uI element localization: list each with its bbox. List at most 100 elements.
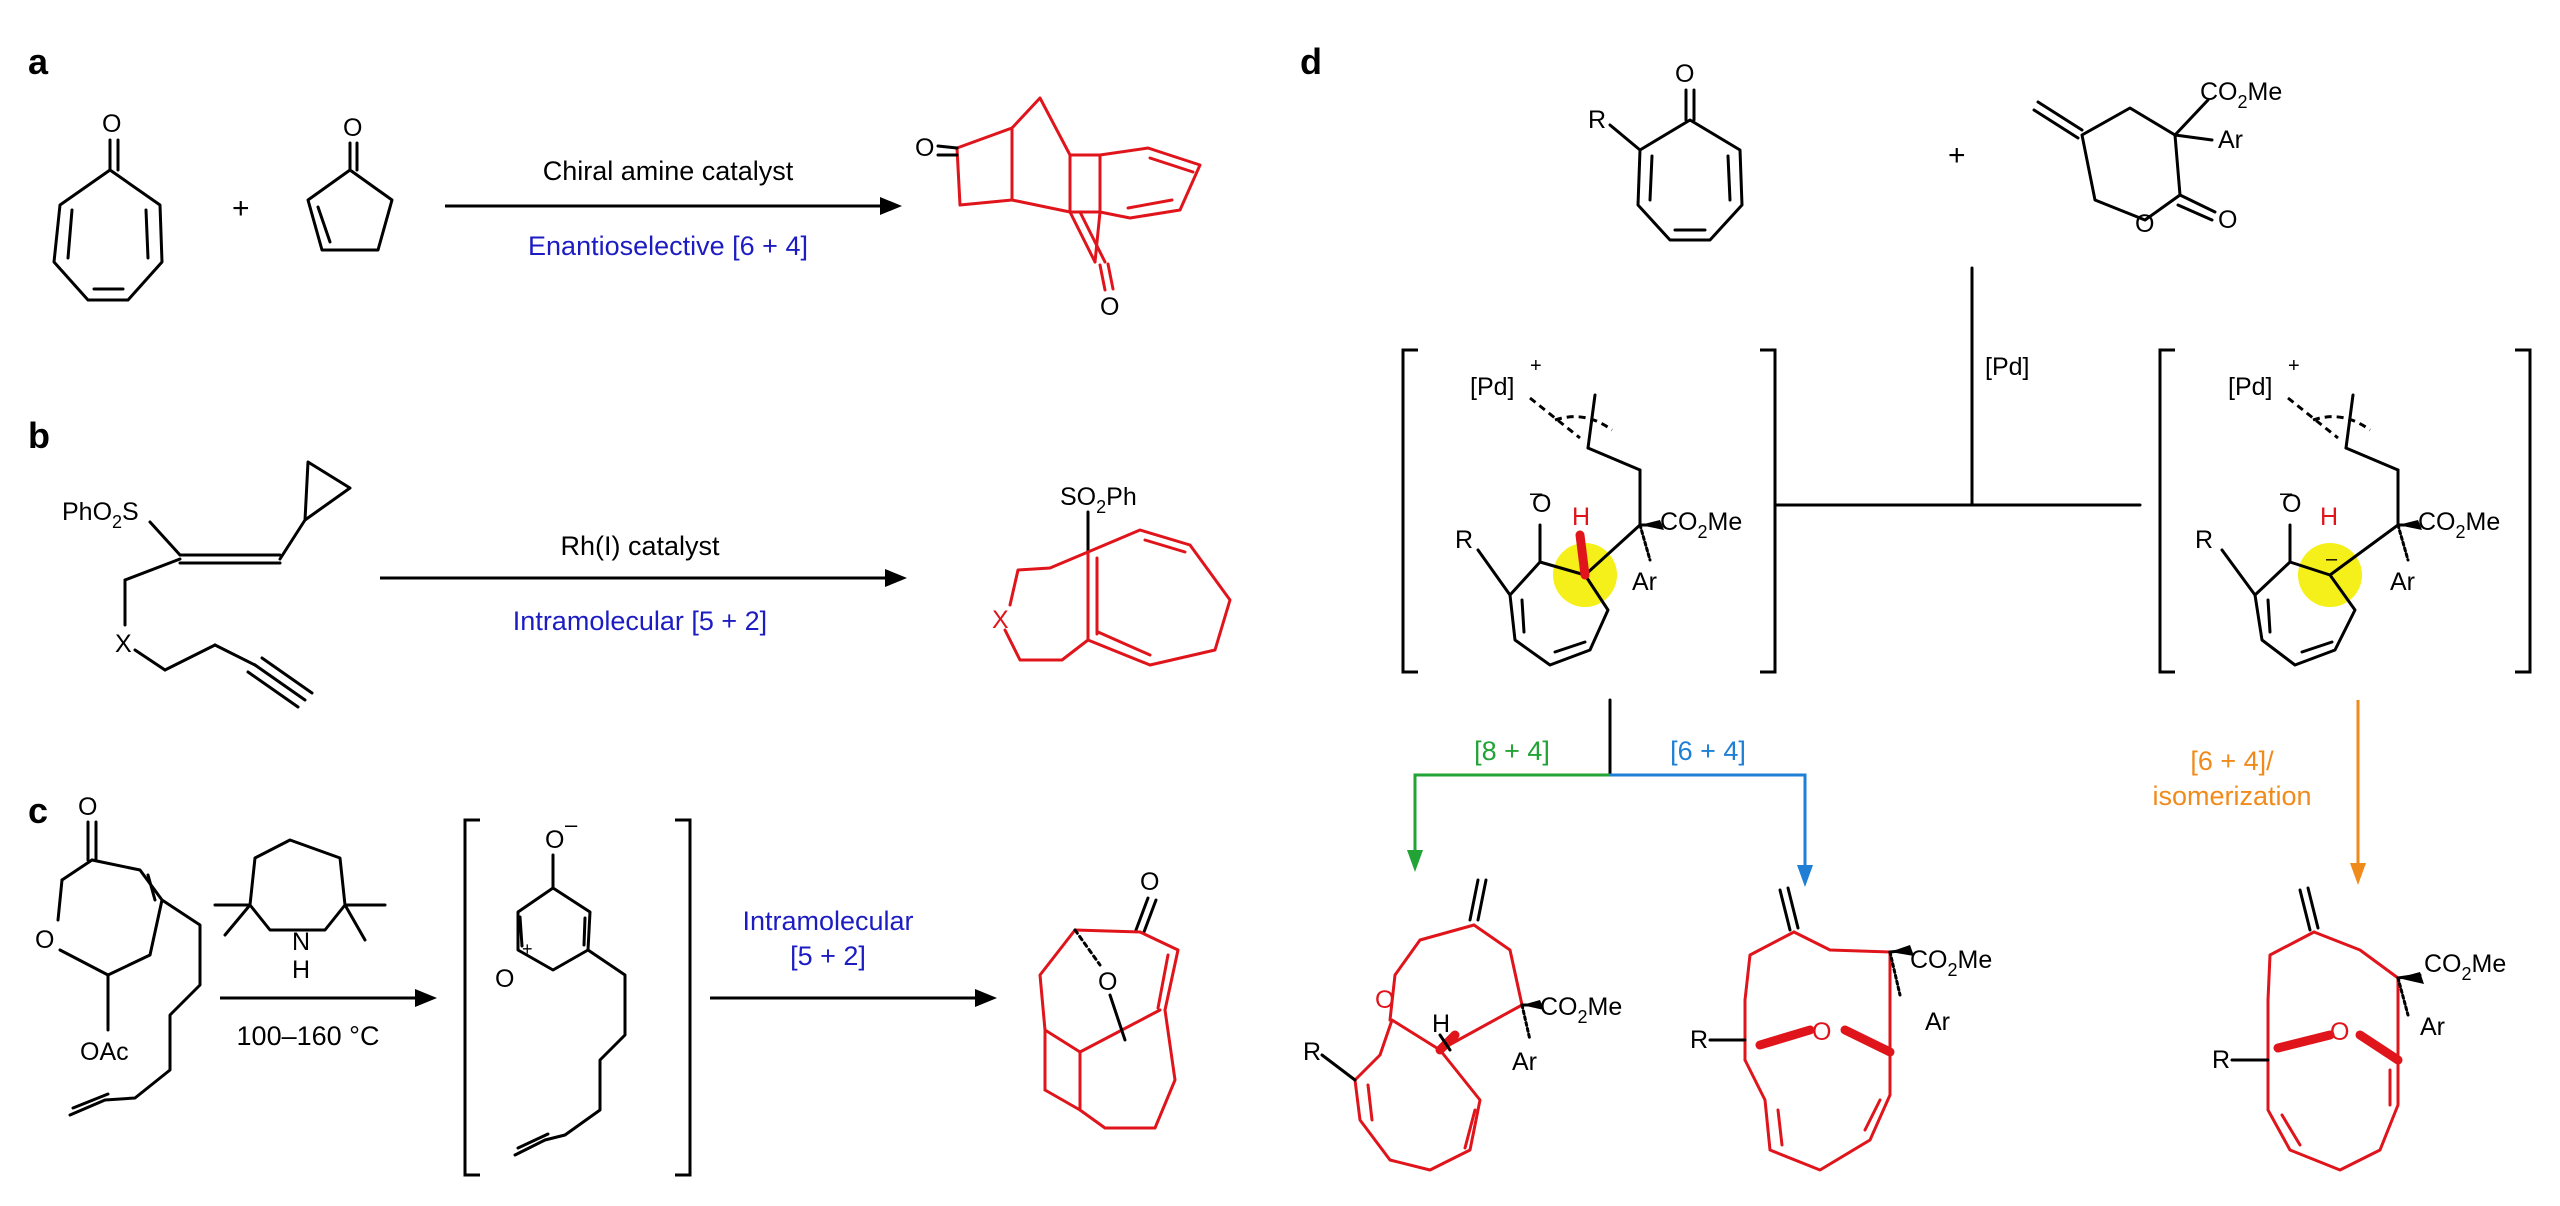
- bicyclic-sulfone-product: SO2Ph X: [992, 483, 1232, 667]
- charge-plus: +: [2288, 355, 2300, 377]
- product-isomerized-adduct: O R CO2Me Ar: [2212, 886, 2506, 1172]
- arrow-head: [415, 989, 437, 1007]
- sulfonyl-label: SO2Ph: [1060, 483, 1137, 517]
- pd-label: [Pd]: [1470, 373, 1514, 401]
- atom-o: O: [78, 793, 97, 821]
- plus-sign: +: [232, 192, 250, 225]
- aryl-label: Ar: [2420, 1013, 2445, 1041]
- panel-label-b: b: [28, 415, 50, 456]
- arrow-head: [880, 197, 902, 215]
- ester-label: CO2Me: [2200, 78, 2282, 112]
- carbonyl-oxygen: O: [1812, 1018, 1831, 1046]
- product-8-4-adduct: O H R CO2Me Ar: [1303, 878, 1622, 1172]
- substituent-r: R: [1690, 1026, 1708, 1054]
- atom-o: O: [545, 826, 564, 854]
- temperature-label: 100–160 °C: [237, 1021, 380, 1051]
- cyclopentenone-molecule: O: [306, 114, 394, 252]
- ester-label: CO2Me: [2424, 950, 2506, 984]
- carbonyl-oxygen: O: [2218, 206, 2237, 234]
- tropone-molecule: O: [52, 110, 164, 302]
- ring-oxygen: O: [1375, 986, 1394, 1014]
- charge-minus: –: [1530, 480, 1543, 505]
- substituent-r: R: [1588, 106, 1606, 134]
- atom-o: O: [2282, 490, 2301, 518]
- substituted-tropone: O R: [1588, 60, 1744, 242]
- path-label-iso: isomerization: [2152, 781, 2311, 811]
- arrow-8-4: [1413, 773, 1610, 855]
- aryl-label: Ar: [2218, 126, 2243, 154]
- atom-h: H: [292, 956, 310, 984]
- panel-label-a: a: [28, 41, 49, 82]
- condition-label: Intramolecular: [742, 906, 913, 936]
- hydrogen-label: H: [1432, 1010, 1450, 1038]
- panel-label-c: c: [28, 790, 48, 831]
- substituent-r: R: [1455, 526, 1473, 554]
- atom-o: O: [1532, 490, 1551, 518]
- carbonyl-oxygen: O: [2330, 1018, 2349, 1046]
- pyranone-substrate: O O OAc: [35, 793, 202, 1117]
- hydrogen-label: H: [2320, 503, 2338, 531]
- reagent-label: Chiral amine catalyst: [543, 156, 794, 186]
- panel-label-d: d: [1300, 41, 1322, 82]
- charge-plus: +: [522, 939, 533, 959]
- ester-label: CO2Me: [1540, 993, 1622, 1027]
- pd-allyl-intermediate-right: [Pd] + – O R H – CO2Me Ar: [2195, 355, 2500, 667]
- reagent-label: Rh(I) catalyst: [560, 531, 720, 561]
- charge-minus: –: [2280, 480, 2293, 505]
- atom-oplus: O: [495, 965, 514, 993]
- atom-o: O: [102, 110, 121, 138]
- aryl-label: Ar: [2390, 568, 2415, 596]
- ring-oxygen: O: [2135, 210, 2154, 238]
- path-label-8-4: [8 + 4]: [1474, 736, 1550, 766]
- substituent-r: R: [2195, 526, 2213, 554]
- oxidopyrylium-intermediate: O – O +: [495, 812, 627, 1157]
- aryl-label: Ar: [1925, 1008, 1950, 1036]
- hydrogen-label: H: [1572, 503, 1590, 531]
- arrow-6-4: [1610, 773, 1807, 870]
- atom-n: N: [292, 928, 310, 956]
- atom-o: O: [343, 114, 362, 142]
- bracket-right: [1760, 348, 1777, 674]
- plus-sign: +: [1948, 139, 1966, 172]
- charge-plus: +: [1530, 355, 1542, 377]
- ring-oxygen: O: [35, 926, 54, 954]
- path-label-6-4: [6 + 4]: [1670, 736, 1746, 766]
- condition-label: Intramolecular [5 + 2]: [513, 606, 767, 636]
- acetoxy-label: OAc: [80, 1038, 129, 1066]
- bracket-left: [1401, 348, 1418, 674]
- bridging-oxygen: O: [1098, 968, 1117, 996]
- substituent-r: R: [2212, 1046, 2230, 1074]
- ester-label: CO2Me: [1910, 946, 1992, 980]
- aryl-label: Ar: [1512, 1048, 1537, 1076]
- atom-o: O: [915, 134, 934, 162]
- atom-o: O: [1100, 293, 1119, 321]
- product-6-4-adduct: O R CO2Me Ar: [1690, 886, 1992, 1172]
- phenylsulfonyl-label: PhO2S: [62, 498, 139, 532]
- ester-label: CO2Me: [2418, 508, 2500, 542]
- heteroatom-x: X: [115, 630, 132, 658]
- condition-label: Enantioselective [6 + 4]: [528, 231, 808, 261]
- carbanion-minus: –: [2326, 548, 2338, 570]
- heteroatom-x: X: [992, 606, 1009, 634]
- methylene-lactone: CO2Me Ar O O: [2032, 78, 2282, 238]
- aryl-label: Ar: [1632, 568, 1657, 596]
- allene-substrate: PhO2S X: [62, 460, 352, 709]
- bracket-right: [2515, 348, 2532, 674]
- oxa-bridged-product: O O: [1038, 868, 1180, 1130]
- pd-reagent-label: [Pd]: [1985, 353, 2029, 381]
- substituent-r: R: [1303, 1038, 1321, 1066]
- tmp-amine-reagent: N H: [213, 838, 387, 984]
- bicyclic-adduct-product: O O: [915, 96, 1202, 321]
- bracket-left: [463, 818, 480, 1177]
- atom-o: O: [1140, 868, 1159, 896]
- arrow-head: [975, 989, 997, 1007]
- atom-o: O: [1675, 60, 1694, 88]
- bracket-left: [2158, 348, 2175, 674]
- condition-label: [5 + 2]: [790, 941, 866, 971]
- path-label-iso: [6 + 4]/: [2190, 746, 2274, 776]
- arrow-head: [885, 569, 907, 587]
- pd-label: [Pd]: [2228, 373, 2272, 401]
- charge-minus: –: [565, 812, 578, 837]
- ester-label: CO2Me: [1660, 508, 1742, 542]
